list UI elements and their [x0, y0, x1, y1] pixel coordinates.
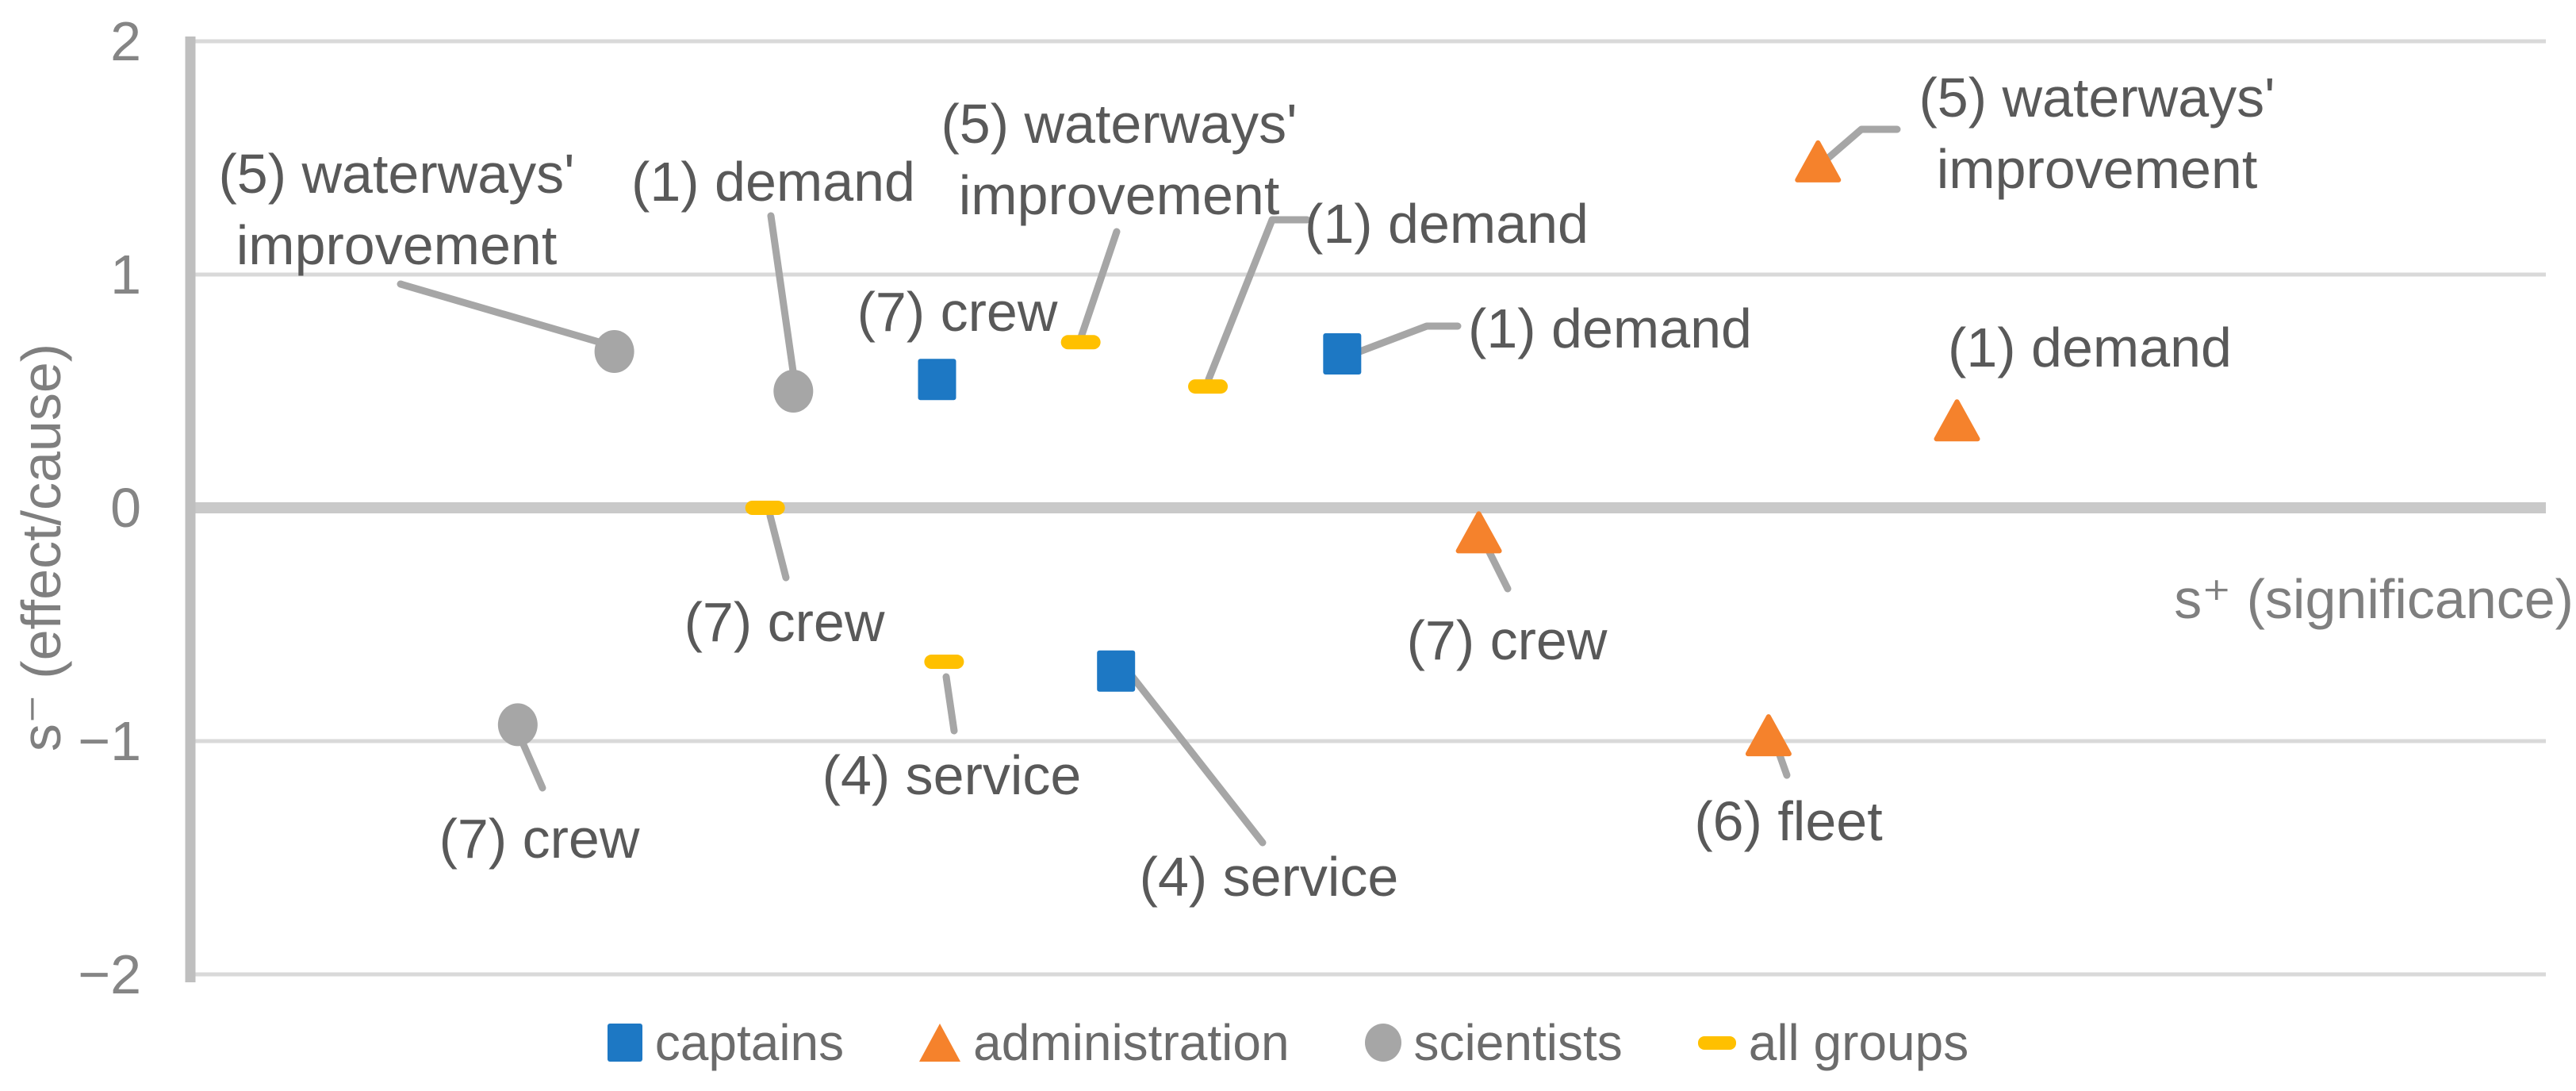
legend-dash-marker	[1697, 1035, 1736, 1050]
y-tick-label: −1	[78, 710, 141, 772]
legend-item-scientists: scientists	[1364, 1014, 1623, 1071]
annotation-label: (1) demand	[1468, 298, 1752, 359]
chart-legend: captains administration scientists all grou…	[0, 1006, 2576, 1079]
legend-label: administration	[973, 1014, 1290, 1071]
annotation-label: (7) crew	[1406, 609, 1608, 671]
annotation-label: (1) demand	[1305, 193, 1589, 255]
legend-item-all-groups: all groups	[1697, 1014, 1969, 1071]
marker-all-groups	[924, 655, 964, 670]
x-axis-title: s⁺ (significance)	[2174, 568, 2574, 630]
leader-line	[767, 212, 797, 375]
annotation-label: (7) crew	[684, 591, 885, 653]
y-tick-label: 0	[110, 477, 141, 539]
annotation-label: (4) service	[1139, 846, 1399, 908]
annotation-label: (4) service	[822, 744, 1082, 806]
leader-line	[766, 512, 790, 582]
legend-label: captains	[654, 1014, 845, 1071]
marker-scientists	[773, 370, 814, 413]
annotation-label: (7) crew	[439, 808, 640, 870]
y-axis-title: s⁻ (effect/cause)	[10, 343, 72, 752]
leader-line	[1125, 669, 1267, 847]
marker-captains	[918, 359, 956, 401]
marker-captains	[1097, 650, 1136, 692]
legend-label: all groups	[1748, 1014, 1969, 1071]
marker-all-groups	[1060, 335, 1101, 350]
marker-administration	[1745, 714, 1792, 757]
marker-scientists	[594, 330, 634, 374]
annotation-label: (5) waterways'improvement	[218, 143, 575, 276]
leader-line	[1823, 125, 1901, 163]
marker-administration	[1934, 399, 1980, 442]
legend-item-administration: administration	[919, 1014, 1290, 1071]
marker-all-groups	[745, 501, 785, 515]
leader-line	[1347, 322, 1462, 359]
marker-captains	[1323, 332, 1362, 375]
y-tick-label: 2	[110, 10, 141, 72]
annotation-label: (7) crew	[857, 281, 1058, 343]
legend-circle-marker	[1364, 1024, 1401, 1062]
marker-administration	[1455, 511, 1502, 554]
leader-line	[942, 673, 958, 735]
marker-scientists	[497, 703, 538, 747]
leader-line	[397, 280, 616, 350]
legend-square-marker	[607, 1024, 642, 1062]
annotation-label: (5) waterways'improvement	[941, 93, 1298, 226]
y-tick-label: −2	[78, 943, 141, 1005]
legend-item-captains: captains	[607, 1014, 845, 1071]
leader-line	[519, 739, 546, 792]
annotation-label: (1) demand	[1948, 317, 2232, 378]
annotation-label: (1) demand	[631, 151, 915, 213]
y-tick-label: 1	[110, 244, 141, 305]
leader-line	[1205, 216, 1311, 383]
leader-line	[1076, 228, 1121, 344]
legend-label: scientists	[1413, 1014, 1623, 1071]
marker-administration	[1795, 140, 1842, 182]
annotation-label: (6) fleet	[1694, 790, 1883, 852]
legend-triangle-marker	[919, 1024, 961, 1062]
marker-all-groups	[1188, 379, 1229, 394]
annotation-label: (5) waterways'improvement	[1919, 67, 2275, 200]
